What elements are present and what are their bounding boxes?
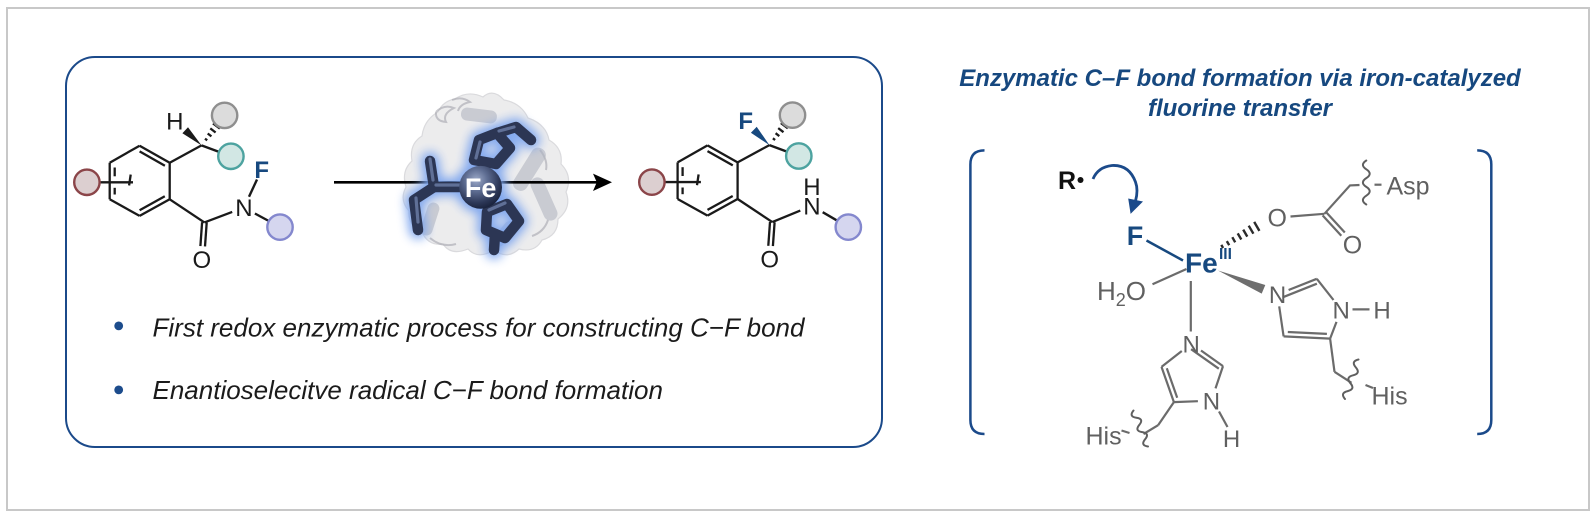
svg-text:N: N xyxy=(803,194,820,221)
svg-text:F: F xyxy=(738,108,753,135)
svg-text:His: His xyxy=(1372,383,1408,411)
svg-text:H: H xyxy=(803,174,820,201)
svg-text:F: F xyxy=(254,157,269,184)
svg-text:N: N xyxy=(235,195,252,222)
svg-text:H: H xyxy=(166,108,183,135)
svg-text:O: O xyxy=(1343,232,1362,260)
svg-text:N: N xyxy=(1183,331,1200,358)
svg-text:F: F xyxy=(1127,221,1144,251)
svg-text:O: O xyxy=(1267,204,1286,232)
svg-text:His: His xyxy=(1086,423,1122,451)
svg-text:Asp: Asp xyxy=(1387,173,1430,201)
svg-text:N: N xyxy=(1203,388,1220,415)
svg-text:III: III xyxy=(1219,246,1232,263)
svg-text:Enzymatic C–F bond formation v: Enzymatic C–F bond formation via iron-ca… xyxy=(959,65,1522,92)
svg-text:N: N xyxy=(1333,298,1350,325)
svg-text:Fe: Fe xyxy=(465,173,497,203)
svg-text:First redox enzymatic process: First redox enzymatic process for constr… xyxy=(153,313,806,343)
svg-text:Fe: Fe xyxy=(1185,248,1218,279)
svg-text:H: H xyxy=(1223,426,1240,453)
svg-text:N: N xyxy=(1269,282,1286,309)
svg-text:H2O: H2O xyxy=(1097,276,1146,310)
svg-text:fluorine transfer: fluorine transfer xyxy=(1148,95,1334,122)
svg-text:O: O xyxy=(760,247,779,274)
svg-text:H: H xyxy=(1373,298,1390,325)
svg-text:Enantioselecitve radical C−F b: Enantioselecitve radical C−F bond format… xyxy=(153,375,663,405)
svg-text:R: R xyxy=(1058,167,1076,195)
svg-text:O: O xyxy=(193,247,212,274)
